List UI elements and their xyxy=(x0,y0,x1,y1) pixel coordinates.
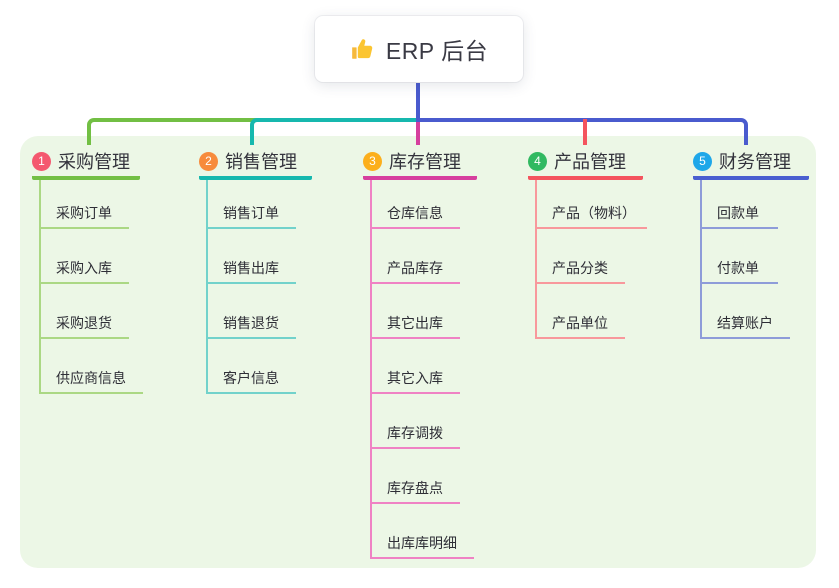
badge-4: 4 xyxy=(528,151,547,171)
badge-2: 2 xyxy=(199,151,218,171)
thumbs-up-icon xyxy=(350,36,376,62)
node-purchase-return[interactable]: 采购退货 xyxy=(39,312,129,339)
connector-product xyxy=(583,119,587,145)
connector-root-stem xyxy=(416,80,420,122)
node-purchase-inbound[interactable]: 采购入库 xyxy=(39,257,129,284)
node-other-inbound[interactable]: 其它入库 xyxy=(370,367,460,394)
badge-3: 3 xyxy=(363,151,382,171)
branch-finance-label: 财务管理 xyxy=(719,152,791,172)
badge-1: 1 xyxy=(32,151,51,171)
branch-purchase[interactable]: 1 采购管理 xyxy=(32,146,140,180)
node-stock-count[interactable]: 库存盘点 xyxy=(370,477,460,504)
node-outbound-detail[interactable]: 出库库明细 xyxy=(370,532,474,559)
trunk-inventory xyxy=(370,180,372,559)
node-sales-outbound[interactable]: 销售出库 xyxy=(206,257,296,284)
node-product-material[interactable]: 产品（物料） xyxy=(535,202,647,229)
branch-inventory[interactable]: 3 库存管理 xyxy=(363,146,477,180)
trunk-purchase xyxy=(39,180,41,394)
branch-inventory-label: 库存管理 xyxy=(389,152,461,172)
branch-purchase-label: 采购管理 xyxy=(58,152,130,172)
node-receipt-bill[interactable]: 回款单 xyxy=(700,202,778,229)
node-settlement-account[interactable]: 结算账户 xyxy=(700,312,790,339)
mindmap-background-panel xyxy=(20,136,816,568)
node-customer-info[interactable]: 客户信息 xyxy=(206,367,296,394)
node-product-unit[interactable]: 产品单位 xyxy=(535,312,625,339)
node-sales-return[interactable]: 销售退货 xyxy=(206,312,296,339)
connector-purchase xyxy=(87,118,261,145)
connector-sales xyxy=(250,118,422,145)
node-sales-order[interactable]: 销售订单 xyxy=(206,202,296,229)
trunk-sales xyxy=(206,180,208,394)
root-node-title: ERP 后台 xyxy=(385,38,489,64)
node-other-outbound[interactable]: 其它出库 xyxy=(370,312,460,339)
connector-inventory xyxy=(416,121,420,145)
node-product-stock[interactable]: 产品库存 xyxy=(370,257,460,284)
trunk-finance xyxy=(700,180,702,339)
node-product-category[interactable]: 产品分类 xyxy=(535,257,625,284)
node-payment-bill[interactable]: 付款单 xyxy=(700,257,778,284)
branch-sales-label: 销售管理 xyxy=(225,152,297,172)
node-stock-transfer[interactable]: 库存调拨 xyxy=(370,422,460,449)
branch-sales[interactable]: 2 销售管理 xyxy=(199,146,312,180)
root-node-erp[interactable]: ERP 后台 xyxy=(315,16,523,82)
trunk-product xyxy=(535,180,537,339)
node-purchase-order[interactable]: 采购订单 xyxy=(39,202,129,229)
node-supplier-info[interactable]: 供应商信息 xyxy=(39,367,143,394)
badge-5: 5 xyxy=(693,151,712,171)
node-warehouse-info[interactable]: 仓库信息 xyxy=(370,202,460,229)
branch-product[interactable]: 4 产品管理 xyxy=(528,146,643,180)
branch-finance[interactable]: 5 财务管理 xyxy=(693,146,809,180)
branch-product-label: 产品管理 xyxy=(554,152,626,172)
